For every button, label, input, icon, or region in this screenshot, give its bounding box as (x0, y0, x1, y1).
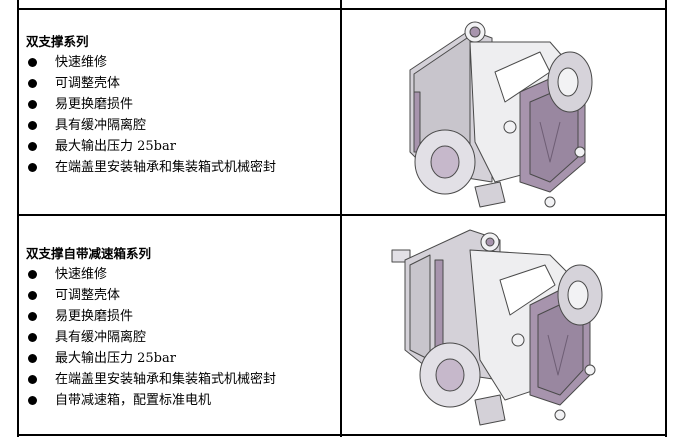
bullet-icon (28, 58, 37, 67)
list-item: 易更换磨损件 (26, 94, 133, 115)
series-title: 双支撑自带减速箱系列 (26, 246, 152, 261)
list-item: 易更换磨损件 (26, 306, 151, 327)
bullet-icon (28, 142, 37, 151)
bullet-icon (28, 121, 37, 130)
list-item: 在端盖里安装轴承和集装箱式机械密封 (26, 157, 276, 178)
list-item: 快速维修 (26, 264, 151, 285)
list-item: 自带减速箱，配置标准电机 (26, 390, 211, 411)
row-2-description: 双支撑自带减速箱系列 快速维修 可调整壳体 易更换磨损件 具有缓冲隔离腔 最大输… (26, 243, 276, 411)
table-border-right (665, 0, 667, 437)
bullet-icon (28, 291, 37, 300)
table-border-bottom (18, 434, 667, 436)
feature-list: 快速维修 可调整壳体 易更换磨损件 具有缓冲隔离腔 最大输出压力 25bar 在… (26, 52, 276, 178)
bullet-icon (28, 79, 37, 88)
bullet-icon (28, 100, 37, 109)
double-support-pump-image (409, 21, 593, 208)
bullet-icon (28, 163, 37, 172)
list-item: 在端盖里安装轴承和集装箱式机械密封 (26, 369, 276, 390)
list-item: 具有缓冲隔离腔 (26, 115, 146, 136)
feature-list: 快速维修 可调整壳体 易更换磨损件 具有缓冲隔离腔 最大输出压力 25bar 在… (26, 264, 276, 411)
double-support-gearbox-pump-image (391, 229, 603, 426)
list-item: 最大输出压力 25bar (26, 136, 176, 157)
series-title: 双支撑系列 (26, 34, 89, 49)
table-border-left (17, 0, 19, 437)
bullet-icon (28, 396, 37, 405)
bullet-icon (28, 375, 37, 384)
list-item: 具有缓冲隔离腔 (26, 327, 151, 348)
list-item: 可调整壳体 (26, 73, 120, 94)
bullet-icon (28, 312, 37, 321)
row-1-description: 双支撑系列 快速维修 可调整壳体 易更换磨损件 具有缓冲隔离腔 最大输出压力 2… (26, 31, 276, 178)
list-item: 快速维修 (26, 52, 107, 73)
list-item: 最大输出压力 25bar (26, 348, 176, 369)
table-border-top (18, 8, 667, 10)
bullet-icon (28, 270, 37, 279)
bullet-icon (28, 354, 37, 363)
table-border-center (340, 0, 342, 437)
table-border-middle (18, 214, 667, 216)
bullet-icon (28, 333, 37, 342)
list-item: 可调整壳体 (26, 285, 151, 306)
